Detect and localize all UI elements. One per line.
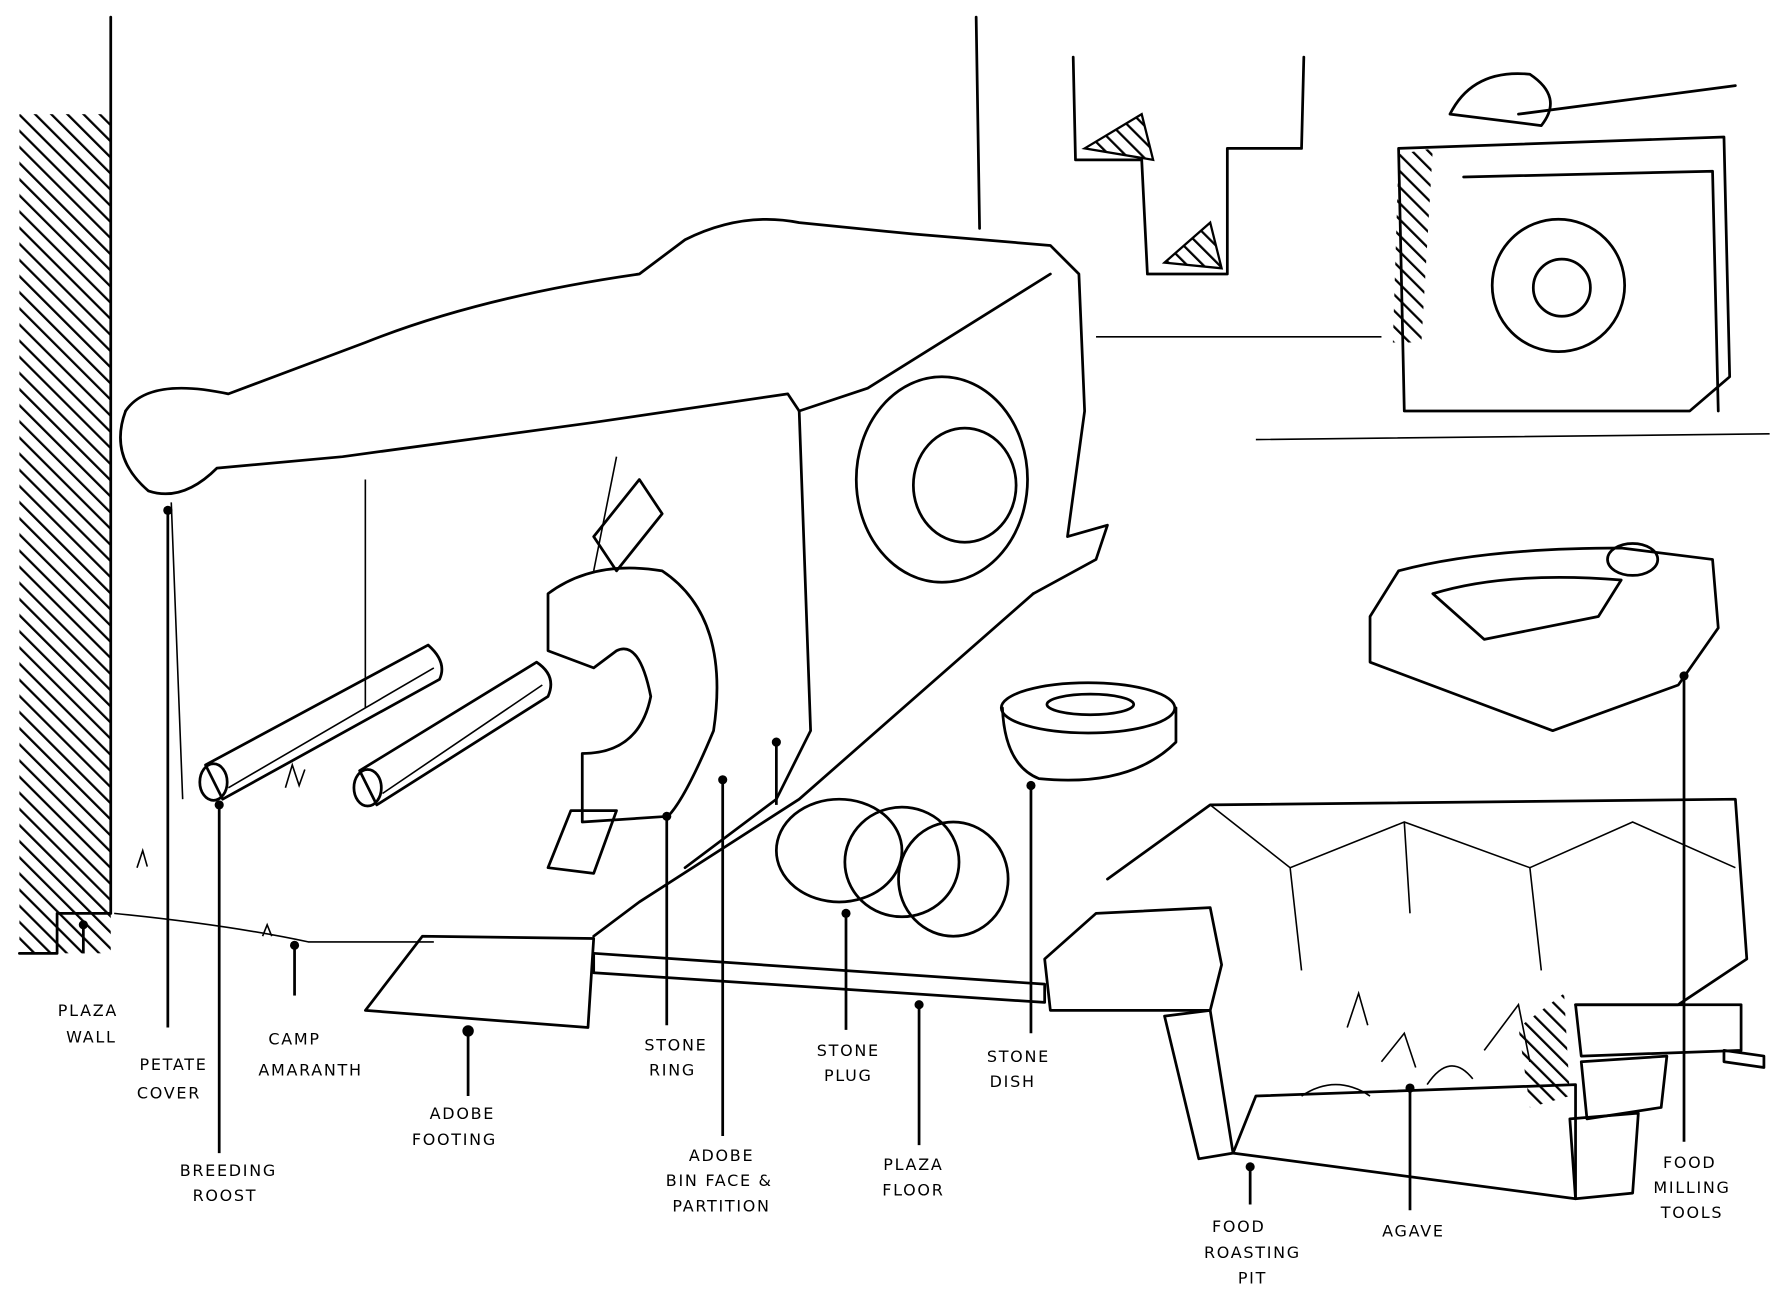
label-line: CAMP <box>268 1030 320 1049</box>
stone-ring-large <box>854 375 1029 584</box>
leader-lines <box>78 505 1689 1211</box>
label-line: PLAZA <box>883 1155 943 1174</box>
stone-dish <box>999 681 1178 782</box>
label-line: PETATE <box>140 1055 208 1074</box>
label-line: BIN FACE & <box>666 1171 773 1190</box>
label-line: AGAVE <box>1382 1221 1445 1240</box>
label-plaza-wall: PLAZA WALL <box>58 1001 118 1046</box>
label-line: PLUG <box>824 1066 873 1085</box>
plaza-wall <box>18 15 113 955</box>
label-line: PLAZA <box>58 1001 118 1020</box>
food-roasting-pit <box>1043 797 1749 1201</box>
label-line: AMARANTH <box>258 1060 362 1079</box>
label-line: MILLING <box>1653 1178 1730 1197</box>
label-line: ADOBE <box>689 1146 754 1165</box>
breeding-roost <box>198 643 553 808</box>
label-agave: AGAVE <box>1382 1221 1445 1240</box>
label-line: BREEDING <box>180 1161 277 1180</box>
label-line: PARTITION <box>672 1196 770 1215</box>
label-petate-cover: PETATE COVER <box>137 1055 208 1103</box>
label-line: STONE <box>644 1035 707 1054</box>
label-line: ROOST <box>193 1186 258 1205</box>
label-line: WALL <box>66 1027 116 1046</box>
label-stone-ring: STONE RING <box>644 1035 707 1079</box>
stone-ring <box>546 478 719 875</box>
label-breeding-roost: BREEDING ROOST <box>180 1161 277 1205</box>
label-food-milling-tools: FOOD MILLING TOOLS <box>1653 1153 1730 1222</box>
label-line: COVER <box>137 1083 201 1102</box>
label-food-roasting-pit: FOOD ROASTING PIT <box>1204 1217 1301 1287</box>
stone-plugs <box>774 797 1010 938</box>
adobe-footing <box>363 934 596 1029</box>
label-line: ROASTING <box>1204 1243 1301 1262</box>
label-line: FLOOR <box>882 1180 944 1199</box>
label-stone-plug: STONE PLUG <box>817 1041 880 1085</box>
label-line: PIT <box>1238 1268 1267 1287</box>
label-line: TOOLS <box>1660 1203 1723 1222</box>
amaranth-ground <box>114 762 434 943</box>
label-stone-dish: STONE DISH <box>987 1047 1050 1091</box>
food-milling-tools <box>1368 542 1720 733</box>
petate-cover-mound <box>119 218 1109 938</box>
label-plaza-floor: PLAZA FLOOR <box>882 1155 944 1199</box>
label-line: DISH <box>990 1072 1036 1091</box>
label-camp-amaranth: CAMP AMARANTH <box>258 1030 362 1080</box>
label-line: RING <box>649 1060 696 1079</box>
background-structures <box>974 15 1770 441</box>
label-adobe-bin-face-partition: ADOBE BIN FACE & PARTITION <box>666 1146 773 1215</box>
label-line: FOOD <box>1663 1153 1716 1172</box>
plaza-floor <box>592 951 1766 1069</box>
label-line: FOOD <box>1212 1217 1265 1236</box>
label-adobe-footing: ADOBE FOOTING <box>412 1104 497 1149</box>
label-line: FOOTING <box>412 1130 497 1149</box>
label-line: STONE <box>817 1041 880 1060</box>
label-line: STONE <box>987 1047 1050 1066</box>
label-line: ADOBE <box>430 1104 495 1123</box>
